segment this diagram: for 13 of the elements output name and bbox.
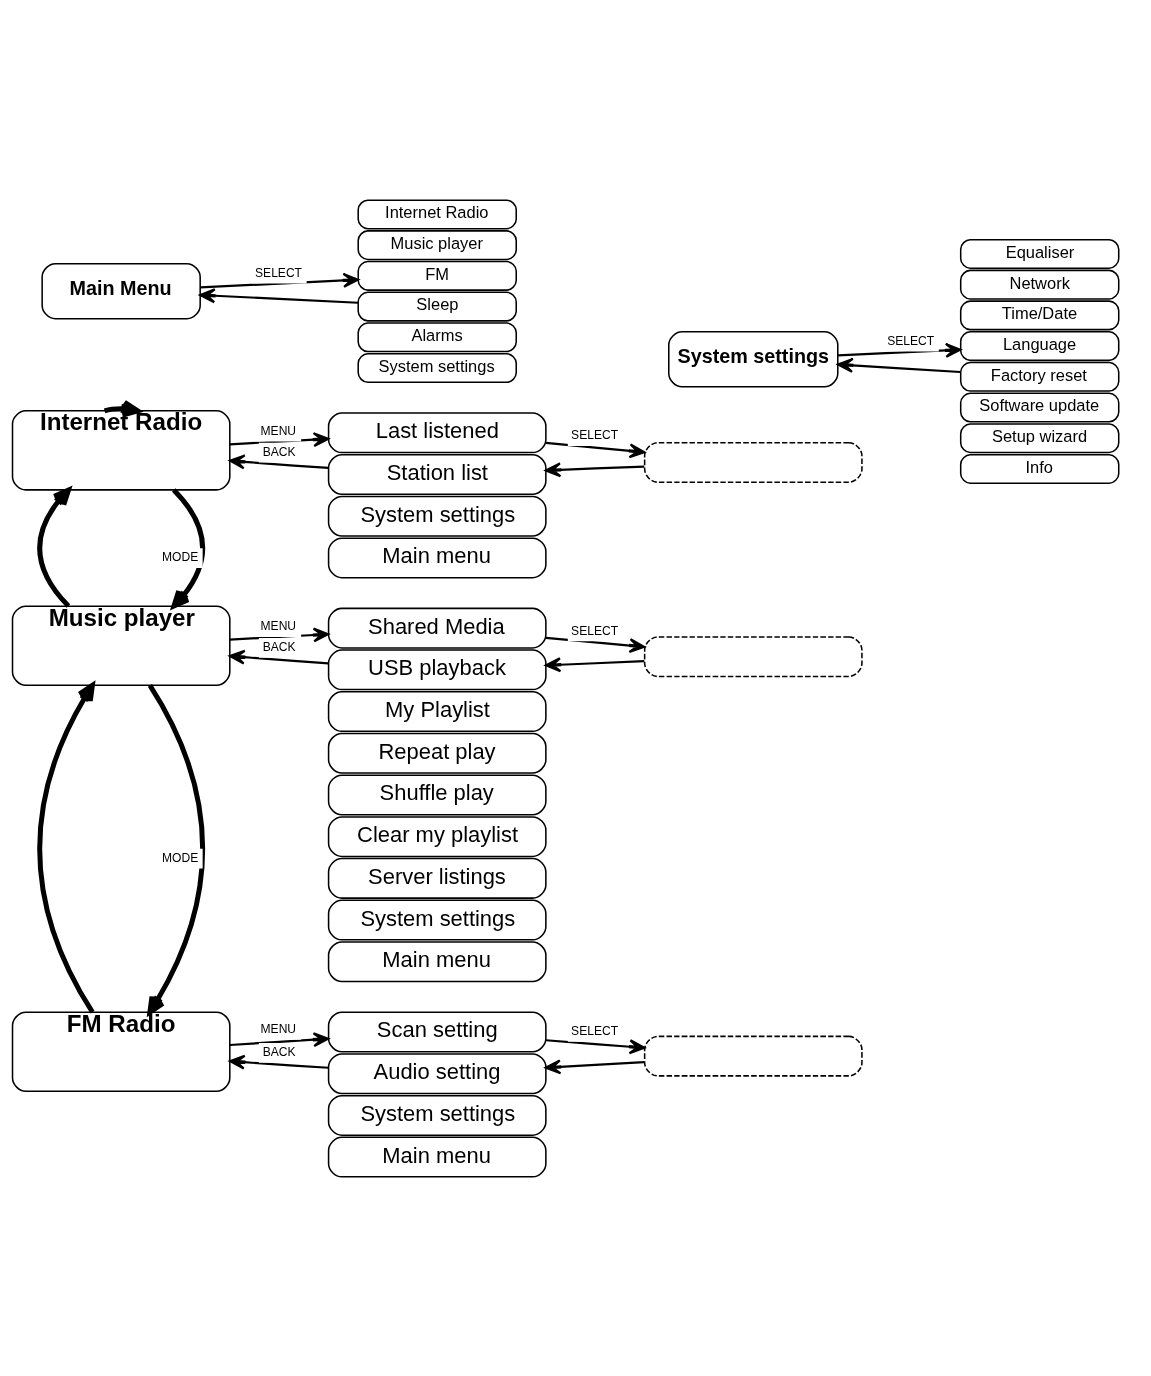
edge-label: SELECT — [255, 265, 302, 280]
edge-label: SELECT — [571, 1023, 619, 1038]
edge-label: BACK — [262, 1044, 296, 1059]
edge-label: MENU — [260, 618, 297, 633]
edge-label: MODE — [162, 549, 199, 564]
edge-label: SELECT — [571, 623, 619, 638]
edge-label: MENU — [260, 1021, 297, 1036]
edge-label: BACK — [262, 444, 296, 459]
edge-label: MENU — [260, 423, 297, 438]
edge-label: BACK — [262, 639, 296, 654]
edge-label: MODE — [162, 850, 199, 865]
edge-label: SELECT — [571, 427, 619, 442]
edge-label: SELECT — [887, 333, 935, 348]
